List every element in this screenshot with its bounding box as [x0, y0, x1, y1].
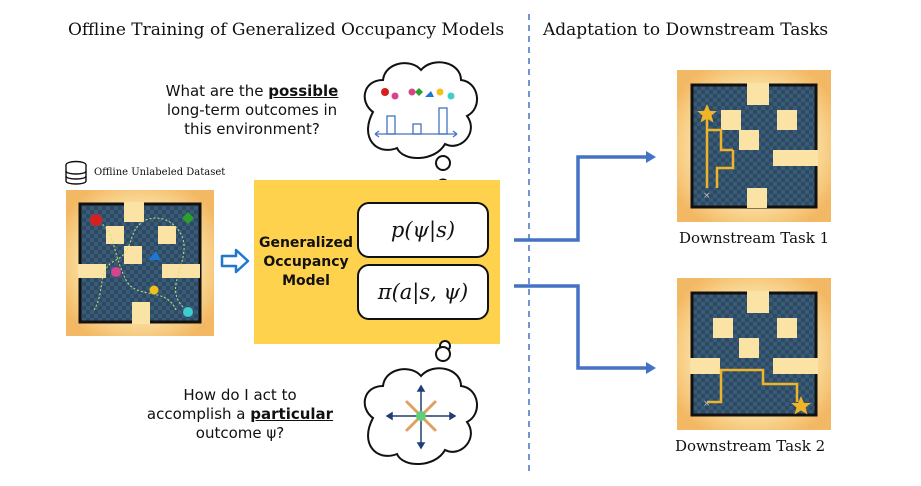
- thought-cloud-action: [363, 346, 478, 466]
- downstream-task-2-maze: ×: [677, 278, 831, 430]
- svg-text:×: ×: [703, 399, 711, 409]
- dataset-label: Offline Unlabeled Dataset: [94, 167, 226, 178]
- hollow-arrow-icon: [220, 248, 250, 274]
- svg-text:×: ×: [703, 191, 711, 201]
- green-diamond-icon: [415, 88, 423, 96]
- downstream-task-2-caption: Downstream Task 2: [675, 437, 826, 455]
- formula-p-psi-given-s: p(ψ|s): [357, 202, 489, 258]
- question-particular-outcome: How do I act to accomplish a particular …: [146, 386, 334, 442]
- red-gear-icon: [381, 88, 389, 96]
- heading-adaptation: Adaptation to Downstream Tasks: [543, 20, 829, 40]
- blue-triangle-icon: [425, 91, 434, 97]
- pink-club-icon: [391, 92, 399, 100]
- downstream-task-1-caption: Downstream Task 1: [679, 229, 830, 247]
- cyan-gear-icon: [183, 307, 193, 317]
- section-divider: [528, 14, 530, 476]
- dataset-maze: [66, 190, 214, 336]
- red-gear-icon: [90, 214, 102, 226]
- formula-pi-a-given-s-psi: π(a|s, ψ): [357, 264, 489, 320]
- database-icon: [65, 160, 87, 185]
- model-label: Generalized Occupancy Model: [258, 235, 354, 289]
- pink-club-icon: [111, 267, 121, 277]
- green-diamond-icon: [182, 212, 194, 224]
- agent-icon: [416, 411, 426, 421]
- thought-cloud-outcomes: [363, 61, 478, 192]
- heading-offline-training: Offline Training of Generalized Occupanc…: [68, 20, 505, 40]
- yellow-drop-icon: [149, 285, 159, 295]
- question-possible-outcomes: What are the possible long-term outcomes…: [165, 82, 339, 138]
- yellow-drop-icon: [436, 88, 444, 96]
- adaptation-arrows: [514, 151, 656, 374]
- downstream-task-1-maze: ×: [677, 70, 831, 222]
- star-icon: [791, 396, 811, 415]
- cyan-gear-icon: [447, 92, 455, 100]
- blue-triangle-icon: [148, 251, 161, 260]
- star-icon: [697, 104, 717, 123]
